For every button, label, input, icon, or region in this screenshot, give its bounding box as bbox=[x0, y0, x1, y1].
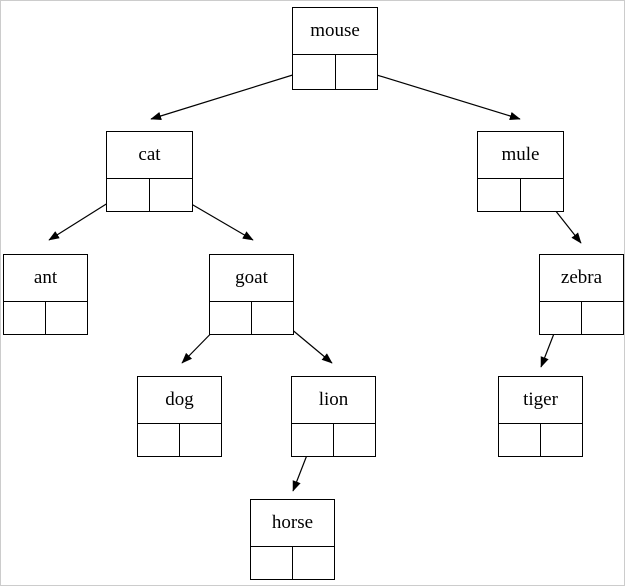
node-label-mouse: mouse bbox=[310, 20, 360, 41]
tree-node-mule[interactable]: mule bbox=[477, 131, 564, 212]
node-left-pointer-goat[interactable] bbox=[210, 302, 252, 334]
node-right-pointer-lion[interactable] bbox=[334, 424, 375, 456]
node-right-pointer-mule[interactable] bbox=[521, 179, 563, 211]
tree-node-ant[interactable]: ant bbox=[3, 254, 88, 335]
node-pointers-horse bbox=[251, 546, 334, 579]
node-pointers-zebra bbox=[540, 301, 623, 334]
node-left-pointer-cat[interactable] bbox=[107, 179, 150, 211]
node-left-pointer-horse[interactable] bbox=[251, 547, 293, 579]
node-right-pointer-goat[interactable] bbox=[252, 302, 293, 334]
tree-node-cat[interactable]: cat bbox=[106, 131, 193, 212]
node-left-pointer-mouse[interactable] bbox=[293, 55, 336, 89]
node-pointers-dog bbox=[138, 423, 221, 456]
node-label-mule: mule bbox=[501, 144, 540, 165]
node-pointers-ant bbox=[4, 301, 87, 334]
node-pointers-goat bbox=[210, 301, 293, 334]
node-left-pointer-mule[interactable] bbox=[478, 179, 521, 211]
tree-node-goat[interactable]: goat bbox=[209, 254, 294, 335]
node-pointers-lion bbox=[292, 423, 375, 456]
node-left-pointer-ant[interactable] bbox=[4, 302, 46, 334]
node-right-pointer-tiger[interactable] bbox=[541, 424, 582, 456]
tree-node-zebra[interactable]: zebra bbox=[539, 254, 624, 335]
node-left-pointer-dog[interactable] bbox=[138, 424, 180, 456]
node-left-pointer-tiger[interactable] bbox=[499, 424, 541, 456]
edge-mouse-to-cat bbox=[150, 68, 313, 121]
node-label-ant: ant bbox=[33, 267, 58, 288]
node-right-pointer-dog[interactable] bbox=[180, 424, 221, 456]
node-left-pointer-lion[interactable] bbox=[292, 424, 334, 456]
node-right-pointer-ant[interactable] bbox=[46, 302, 87, 334]
node-label-horse: horse bbox=[271, 512, 314, 533]
node-right-pointer-cat[interactable] bbox=[150, 179, 192, 211]
tree-node-horse[interactable]: horse bbox=[250, 499, 335, 580]
node-right-pointer-zebra[interactable] bbox=[582, 302, 623, 334]
node-label-zebra: zebra bbox=[560, 267, 603, 288]
edge-mouse-to-mule bbox=[353, 67, 521, 121]
node-label-tiger: tiger bbox=[523, 389, 558, 410]
node-left-pointer-zebra[interactable] bbox=[540, 302, 582, 334]
node-label-goat: goat bbox=[235, 267, 268, 288]
node-label-cat: cat bbox=[138, 144, 161, 165]
tree-node-mouse[interactable]: mouse bbox=[292, 7, 378, 90]
node-pointers-mule bbox=[478, 178, 563, 211]
node-pointers-tiger bbox=[499, 423, 582, 456]
tree-node-tiger[interactable]: tiger bbox=[498, 376, 583, 457]
tree-node-lion[interactable]: lion bbox=[291, 376, 376, 457]
node-right-pointer-mouse[interactable] bbox=[336, 55, 378, 89]
node-label-dog: dog bbox=[165, 389, 194, 410]
node-label-lion: lion bbox=[318, 389, 349, 410]
tree-node-dog[interactable]: dog bbox=[137, 376, 222, 457]
node-right-pointer-horse[interactable] bbox=[293, 547, 334, 579]
node-pointers-mouse bbox=[293, 54, 377, 89]
node-pointers-cat bbox=[107, 178, 192, 211]
